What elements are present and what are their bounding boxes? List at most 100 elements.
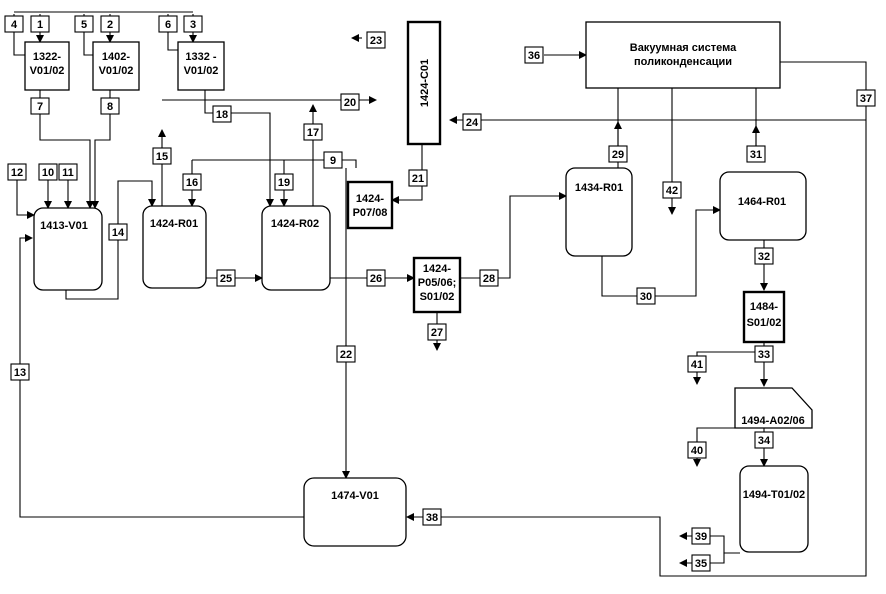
stream-tag-34: 34 — [754, 431, 774, 449]
stream-tag-13: 13 — [10, 363, 30, 381]
stream-tag-label: 40 — [691, 445, 703, 457]
stream-tag-26: 26 — [366, 269, 386, 287]
stream-tag-label: 28 — [483, 273, 495, 285]
stream-tag-label: 27 — [431, 327, 443, 339]
stream-tag-21: 21 — [408, 169, 428, 187]
stream-tag-18: 18 — [212, 105, 232, 123]
stream-tag-label: 26 — [370, 273, 382, 285]
stream-tag-29: 29 — [608, 145, 628, 163]
tank-1494-t01-02[interactable]: 1494-T01/02 — [739, 465, 809, 553]
pump-1424-p05-06-s01-02[interactable]: 1424- P05/06; S01/02 — [412, 256, 462, 314]
pump-1424-p05-label-line2: P05/06; — [418, 277, 457, 289]
stream-tag-19: 19 — [274, 173, 294, 191]
vessel-1332-v01-02[interactable]: 1332 - V01/02 — [177, 41, 225, 91]
stream-tag-label: 10 — [42, 167, 54, 179]
line-stream-21 — [391, 144, 423, 204]
line-stream-12 — [16, 180, 35, 219]
reactor-1424-r02[interactable]: 1424-R02 — [261, 205, 331, 291]
unit-1494-a02-06[interactable]: 1494-A02/06 — [734, 387, 813, 429]
separator-1484-s01-02[interactable]: 1484- S01/02 — [742, 290, 786, 344]
stream-tag-label: 5 — [81, 19, 87, 31]
pump-1424-p05-label-line3: S01/02 — [420, 291, 455, 303]
vessel-1402-v01-02[interactable]: 1402- V01/02 — [92, 41, 140, 91]
stream-tag-24: 24 — [462, 113, 482, 131]
stream-tag-15: 15 — [152, 147, 172, 165]
stream-tag-40: 40 — [687, 441, 707, 459]
stream-tag-label: 25 — [220, 273, 232, 285]
unit-1494-a02-06-label: 1494-A02/06 — [741, 415, 805, 427]
stream-tag-label: 30 — [640, 291, 652, 303]
stream-tag-22: 22 — [336, 345, 356, 363]
line-stream-8 — [91, 90, 111, 209]
stream-tag-label: 24 — [466, 117, 479, 129]
stream-tag-35: 35 — [691, 554, 711, 572]
column-1424-c01-label: 1424-C01 — [419, 59, 431, 107]
stream-tag-label: 23 — [370, 35, 382, 47]
stream-tag-label: 1 — [37, 19, 43, 31]
vessel-1474-v01[interactable]: 1474-V01 — [303, 477, 407, 547]
line-stream-41 — [693, 351, 764, 385]
stream-tag-label: 22 — [340, 349, 352, 361]
vessel-1322-label-line2: V01/02 — [30, 65, 65, 77]
tank-1494-t01-02-label: 1494-T01/02 — [743, 489, 805, 501]
vessel-1332-label-line2: V01/02 — [184, 65, 219, 77]
stream-tag-38: 38 — [422, 508, 442, 526]
stream-tag-label: 17 — [307, 127, 319, 139]
stream-tag-31: 31 — [746, 145, 766, 163]
line-stream-40 — [693, 427, 764, 467]
pump-1424-p07-08[interactable]: 1424- P07/08 — [346, 180, 394, 230]
pump-1424-p05-label-line1: 1424- — [423, 263, 451, 275]
reactor-1464-r01[interactable]: 1464-R01 — [719, 171, 807, 241]
reactor-1424-r01-label: 1424-R01 — [150, 218, 198, 230]
stream-tag-37: 37 — [856, 89, 876, 107]
stream-tag-27: 27 — [427, 323, 447, 341]
stream-tag-label: 19 — [278, 177, 290, 189]
stream-tag-label: 32 — [758, 251, 770, 263]
vessel-1474-v01-label: 1474-V01 — [331, 490, 379, 502]
stream-tag-label: 16 — [186, 177, 198, 189]
vacuum-system[interactable]: Вакуумная система поликонденсации — [585, 21, 781, 89]
stream-tag-label: 33 — [758, 349, 770, 361]
stream-tag-41: 41 — [687, 355, 707, 373]
reactor-1464-r01-label: 1464-R01 — [738, 196, 786, 208]
stream-tag-label: 18 — [216, 109, 228, 121]
stream-tag-label: 42 — [666, 185, 678, 197]
stream-tag-label: 4 — [11, 19, 18, 31]
stream-tag-label: 7 — [37, 101, 43, 113]
pump-1424-p07-08-label-line1: 1424- — [356, 193, 384, 205]
vessel-1322-v01-02[interactable]: 1322- V01/02 — [24, 41, 70, 91]
stream-tag-7: 7 — [30, 97, 50, 115]
stream-tag-label: 20 — [344, 97, 356, 109]
vessel-1322-label-line1: 1322- — [33, 51, 61, 63]
reactor-1424-r01[interactable]: 1424-R01 — [142, 205, 207, 289]
stream-tag-5: 5 — [74, 15, 94, 33]
stream-tag-6: 6 — [158, 15, 178, 33]
line-stream-7 — [39, 90, 94, 209]
reactor-1434-r01-label: 1434-R01 — [575, 182, 623, 194]
stream-tag-30: 30 — [636, 287, 656, 305]
stream-tag-16: 16 — [182, 173, 202, 191]
stream-tag-23: 23 — [366, 31, 386, 49]
stream-tag-label: 9 — [330, 155, 336, 167]
stream-tag-label: 34 — [758, 435, 771, 447]
stream-tag-20: 20 — [340, 93, 360, 111]
line-stream-28 — [460, 192, 567, 279]
column-1424-c01[interactable]: 1424-C01 — [406, 20, 442, 146]
vacuum-system-label-line1: Вакуумная система — [630, 42, 737, 54]
vessel-1402-label-line1: 1402- — [102, 51, 130, 63]
stream-tag-label: 14 — [112, 227, 125, 239]
stream-tag-2: 2 — [100, 15, 120, 33]
vessel-1413-v01[interactable]: 1413-V01 — [33, 207, 103, 291]
reactor-1434-r01[interactable]: 1434-R01 — [565, 167, 633, 257]
stream-tag-label: 11 — [62, 167, 74, 179]
line-stream-30 — [601, 206, 721, 297]
stream-tag-1: 1 — [30, 15, 50, 33]
reactor-1424-r02-label: 1424-R02 — [271, 218, 319, 230]
stream-tag-label: 8 — [107, 101, 113, 113]
stream-tag-label: 29 — [612, 149, 624, 161]
vacuum-system-label-line2: поликонденсации — [634, 56, 732, 68]
stream-tag-17: 17 — [303, 123, 323, 141]
stream-tag-25: 25 — [216, 269, 236, 287]
